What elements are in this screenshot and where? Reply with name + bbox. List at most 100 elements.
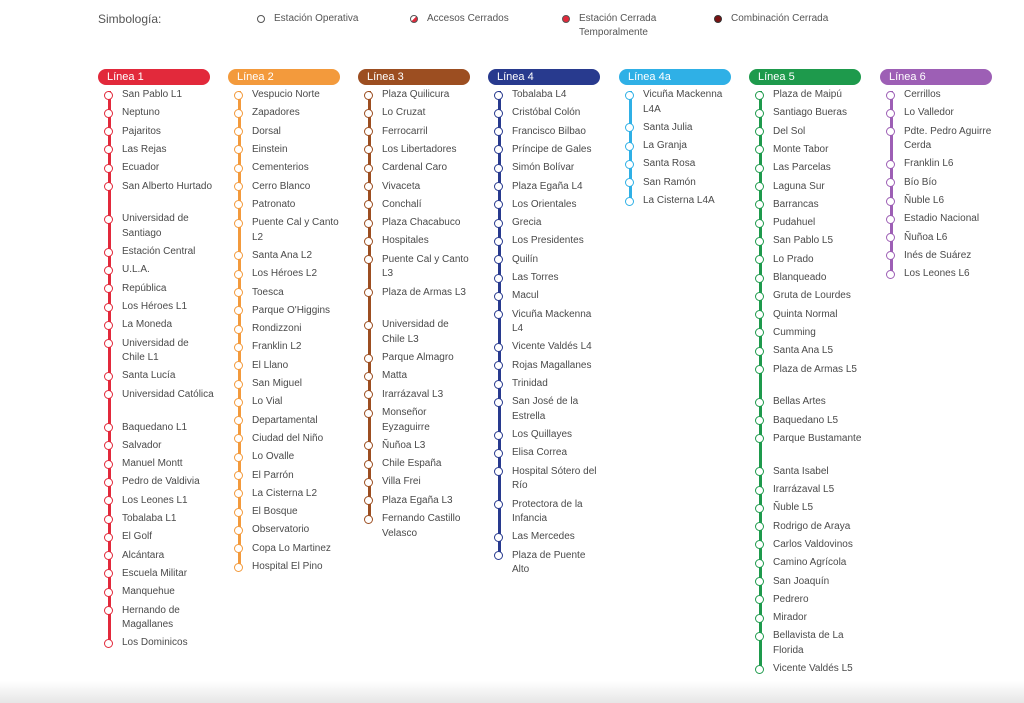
line-header: Línea 6 (880, 69, 992, 85)
station-open-circle-icon (886, 159, 895, 169)
station-name: Escuela Militar (122, 567, 188, 579)
station-open-circle-icon (625, 90, 634, 100)
station-name: Laguna Sur (773, 180, 825, 192)
station-name: Blanqueado (773, 272, 827, 283)
station-open-circle-icon (755, 127, 764, 137)
station-name: Trinidad (512, 378, 548, 389)
station-name: Hospital El Pino (252, 561, 323, 572)
station-open-circle-icon (364, 127, 373, 137)
station-open-circle-icon (886, 178, 895, 188)
station-open-circle-icon (755, 163, 764, 173)
station-name: Quinta Normal (773, 308, 838, 320)
station-open-circle-icon (234, 397, 243, 407)
station-open-circle-icon (234, 416, 243, 426)
station-name: Protectora de la Infancia (512, 498, 583, 525)
station-name: San Pablo L5 (773, 235, 834, 247)
station-name: La Cisterna L4A (643, 195, 715, 206)
station-open-circle-icon (755, 236, 764, 246)
station-name: Pedrero (773, 593, 809, 605)
station-name: Lo Vial (252, 396, 283, 408)
station-open-circle-icon (625, 123, 634, 133)
station-open-circle-icon (755, 558, 764, 568)
station-name: Tobalaba L1 (122, 513, 177, 524)
station-open-circle-icon (104, 284, 113, 294)
station-open-circle-icon (364, 288, 373, 297)
station-open-circle-icon (104, 90, 113, 100)
station-open-circle-icon (755, 218, 764, 228)
station-open-circle-icon (755, 346, 764, 356)
station-open-circle-icon (104, 638, 113, 648)
station-name: Mirador (773, 612, 807, 624)
station-name: Parque Almagro (382, 352, 454, 364)
station-name: Monseñor Eyzaguirre (382, 407, 430, 433)
station-name: La Cisterna L2 (252, 487, 318, 499)
station-open-circle-icon (104, 496, 113, 506)
station-name: Santa Lucía (122, 370, 176, 382)
station-open-circle-icon (364, 108, 373, 118)
station-open-circle-icon (494, 182, 503, 191)
station-name: Patronato (252, 198, 296, 210)
station-name: Los Héroes L1 (122, 301, 188, 312)
station-name: San Joaquín (773, 575, 830, 587)
station-name: Cardenal Caro (382, 162, 448, 174)
station-open-circle-icon (886, 251, 895, 261)
station-name: Estación Central (122, 246, 196, 258)
station-open-circle-icon (886, 127, 895, 137)
station-open-circle-icon (755, 200, 764, 210)
station-name: Las Torres (512, 272, 559, 283)
station-open-circle-icon (755, 631, 764, 641)
station-open-circle-icon (364, 496, 373, 506)
station-name: Las Rejas (122, 143, 167, 155)
station-name: Ñuble L6 (904, 195, 945, 206)
station-name: Santa Ana L2 (252, 249, 313, 261)
station-name: Santa Ana L5 (773, 345, 834, 357)
station-open-circle-icon (234, 342, 243, 352)
station-open-circle-icon (364, 441, 373, 451)
station-open-circle-icon (755, 485, 764, 495)
station-name: Neptuno (122, 107, 160, 119)
line-header: Línea 4a (619, 69, 731, 85)
station-open-circle-icon (234, 379, 243, 389)
station-open-circle-icon (104, 551, 113, 561)
station-open-circle-icon (234, 306, 243, 316)
station-open-circle-icon (364, 255, 373, 265)
station-open-circle-icon (494, 163, 503, 173)
station-open-circle-icon (755, 182, 764, 191)
station-name: Ñuñoa L6 (904, 231, 948, 243)
station-name: Fernando Castillo Velasco (382, 513, 461, 539)
station-open-circle-icon (755, 310, 764, 320)
station-name: Observatorio (252, 524, 310, 536)
station-name: Los Leones L1 (122, 494, 188, 506)
station-name: Lo Prado (773, 253, 814, 265)
station-name: Plaza de Puente Alto (512, 549, 586, 576)
station-name: Universidad de Chile L3 (382, 319, 449, 345)
station-open-circle-icon (755, 522, 764, 532)
station-name: República (122, 282, 167, 294)
station-name: Alcántara (122, 549, 165, 561)
station-name: Universidad Católica (122, 388, 214, 400)
station-name: Rojas Magallanes (512, 359, 592, 371)
station-open-circle-icon (234, 90, 243, 100)
station-open-circle-icon (755, 273, 764, 283)
station-open-circle-icon (234, 108, 243, 118)
station-name: Santiago Bueras (773, 107, 847, 119)
station-name: Los Quillayes (512, 429, 573, 441)
station-open-circle-icon (494, 127, 503, 137)
station-name: Cerro Blanco (252, 180, 311, 192)
station-name: Bío Bío (904, 176, 937, 188)
half-filled-circle-icon (410, 15, 418, 23)
station-open-circle-icon (104, 265, 113, 275)
station-name: Plaza Egaña L3 (382, 494, 453, 506)
station-open-circle-icon (234, 452, 243, 462)
station-open-circle-icon (104, 514, 113, 524)
station-open-circle-icon (494, 467, 503, 477)
filled-circle-icon (562, 15, 570, 23)
station-name: Lo Ovalle (252, 451, 295, 463)
station-name: Vicente Valdés L4 (512, 341, 592, 353)
station-open-circle-icon (364, 459, 373, 469)
station-open-circle-icon (364, 163, 373, 173)
station-open-circle-icon (104, 441, 113, 451)
station-open-circle-icon (104, 127, 113, 137)
station-name: Quilín (512, 253, 539, 265)
